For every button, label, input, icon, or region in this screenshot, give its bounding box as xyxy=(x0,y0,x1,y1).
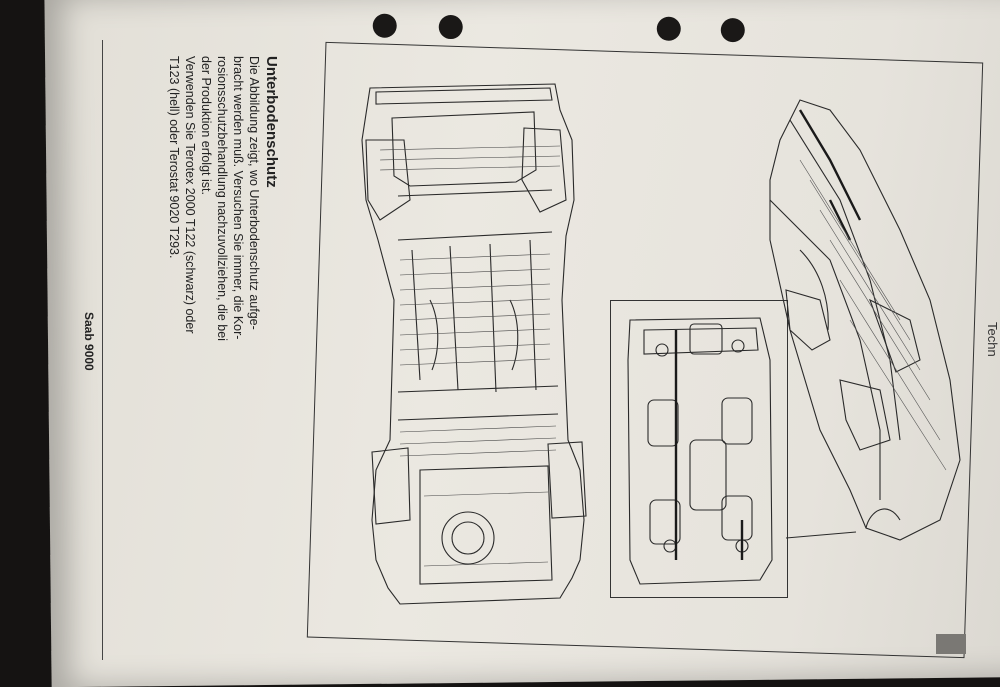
underbody-illustration xyxy=(361,83,961,605)
inset-pointer-line xyxy=(785,531,857,539)
underbody-hatching xyxy=(379,145,561,567)
rear-panel-inset-drawing xyxy=(627,317,773,585)
margin-rule xyxy=(102,40,103,660)
body-shell-perspective-view xyxy=(769,99,961,541)
underbody-plan-view xyxy=(361,83,587,605)
page-corner-tab xyxy=(936,634,966,654)
inset-frame xyxy=(610,300,788,598)
body-shell-hatching xyxy=(799,159,947,471)
